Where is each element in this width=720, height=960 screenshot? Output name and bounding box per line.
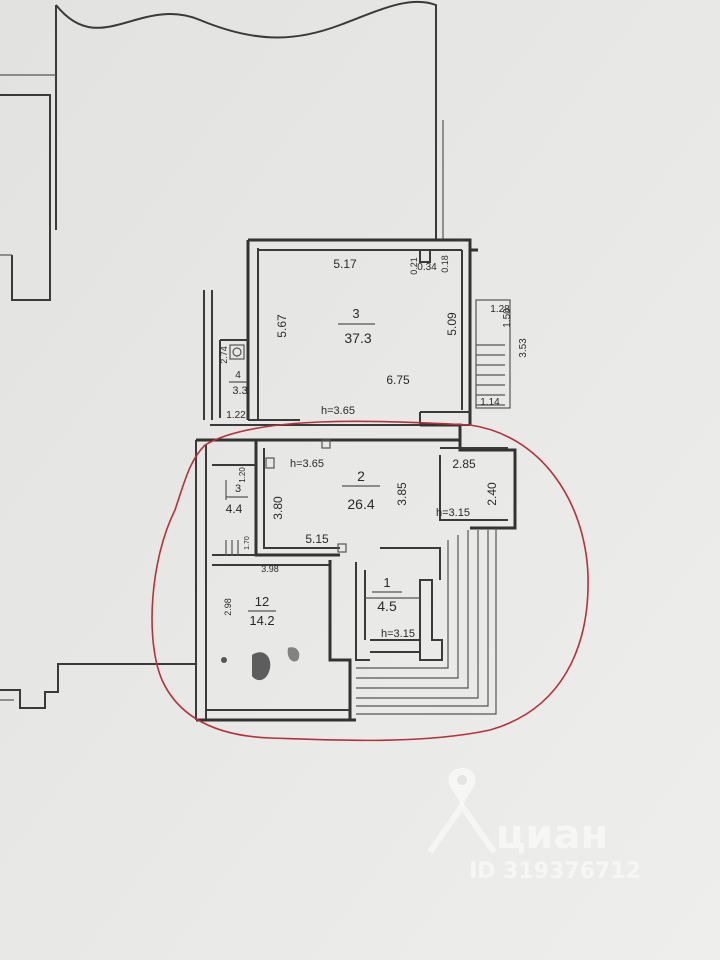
dim-3-85: 3.85 [395, 482, 409, 506]
room-12-number: 12 [255, 594, 269, 609]
dim-h-3-15-right: h=3.15 [436, 507, 470, 519]
watermark: циан ID 319376712 [427, 768, 641, 884]
room-1-area: 4.5 [377, 598, 397, 614]
dim-6-75: 6.75 [386, 373, 410, 387]
dim-1-22: 1.22 [226, 410, 246, 421]
dim-1-50: 1.50 [502, 308, 513, 328]
dim-0-34: 0.34 [417, 262, 437, 273]
dim-0-21: 0.21 [409, 257, 419, 275]
location-pin-icon [448, 768, 476, 806]
room-2-number: 2 [357, 468, 365, 484]
room-12-walls [196, 464, 356, 722]
room-4-number: 4 [235, 370, 241, 381]
dim-5-09: 5.09 [445, 312, 459, 336]
stairs-lower [356, 528, 497, 715]
dim-5-67: 5.67 [275, 314, 289, 338]
room-3b-area: 4.4 [226, 502, 243, 516]
dim-h-3-65-left: h=3.65 [290, 458, 324, 470]
dim-3-98: 3.98 [261, 564, 279, 574]
dim-5-17: 5.17 [333, 257, 357, 271]
ink-marks [221, 647, 300, 681]
dim-1-70: 1.70 [244, 536, 251, 550]
room-12-area: 14.2 [249, 613, 274, 628]
dim-2-74: 2.74 [219, 346, 229, 364]
room-2-area: 26.4 [347, 496, 374, 512]
room-3-walls [246, 238, 478, 425]
dim-0-18: 0.18 [440, 255, 450, 273]
highlight-outline [151, 420, 589, 742]
dim-1-20: 1.20 [238, 467, 247, 483]
dim-1-14: 1.14 [480, 397, 500, 408]
dim-5-15: 5.15 [305, 532, 329, 546]
dim-h-3-15-bottom: h=3.15 [381, 628, 415, 640]
dim-h-3-65-top: h=3.65 [321, 405, 355, 417]
room-3-number: 3 [352, 306, 359, 321]
room-3b-number: 3 [235, 483, 241, 495]
room-3-area: 37.3 [344, 330, 371, 346]
upper-building-outline [0, 0, 444, 301]
dim-3-80: 3.80 [271, 496, 285, 520]
watermark-brand: циан [496, 812, 608, 858]
dim-2-85: 2.85 [452, 457, 476, 471]
room-1-number: 1 [383, 575, 390, 590]
stairs-upper [475, 299, 511, 409]
room-1-walls [355, 562, 443, 661]
room-4-walls [203, 290, 248, 420]
dim-2-98: 2.98 [223, 598, 233, 616]
dim-1-28: 1.28 [490, 304, 510, 315]
dim-2-40: 2.40 [485, 482, 499, 506]
lower-left-outline [0, 663, 196, 709]
dim-3-53: 3.53 [518, 338, 529, 358]
watermark-id: ID 319376712 [469, 859, 641, 884]
room-4-area: 3.3 [232, 385, 247, 397]
